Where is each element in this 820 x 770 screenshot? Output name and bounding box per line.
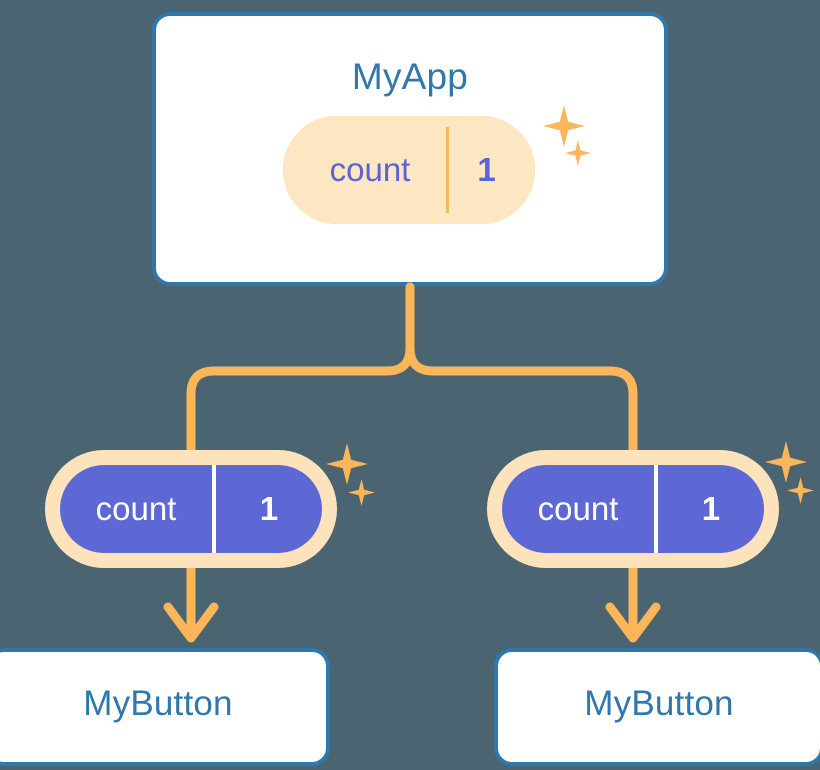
state-pill-inner: count 1 bbox=[60, 465, 322, 553]
arrowhead-left bbox=[163, 602, 219, 643]
state-key-label: count bbox=[95, 490, 177, 527]
component-card-mybutton-left[interactable]: MyButton bbox=[0, 648, 330, 766]
state-value-label: 1 bbox=[211, 465, 322, 553]
state-key-label: count bbox=[329, 151, 411, 188]
state-pill-mybutton-left-count[interactable]: count 1 bbox=[45, 450, 337, 568]
component-card-myapp[interactable]: MyApp bbox=[152, 12, 668, 286]
state-pill-inner: count 1 bbox=[502, 465, 764, 553]
state-key-label: count bbox=[537, 490, 619, 527]
state-value-label: 1 bbox=[653, 465, 764, 553]
component-title-mybutton-right: MyButton bbox=[584, 684, 734, 723]
edge-app-to-button-left bbox=[186, 282, 415, 457]
state-pill-mybutton-right-count[interactable]: count 1 bbox=[487, 450, 779, 568]
state-value-label: 1 bbox=[446, 127, 524, 213]
state-pill-myapp-count[interactable]: count 1 bbox=[283, 116, 535, 224]
arrowhead-right bbox=[605, 602, 661, 643]
component-title-myapp: MyApp bbox=[351, 56, 469, 97]
component-title-mybutton-left: MyButton bbox=[83, 684, 233, 723]
edge-app-to-button-right bbox=[405, 282, 638, 457]
component-card-mybutton-right[interactable]: MyButton bbox=[494, 648, 820, 766]
